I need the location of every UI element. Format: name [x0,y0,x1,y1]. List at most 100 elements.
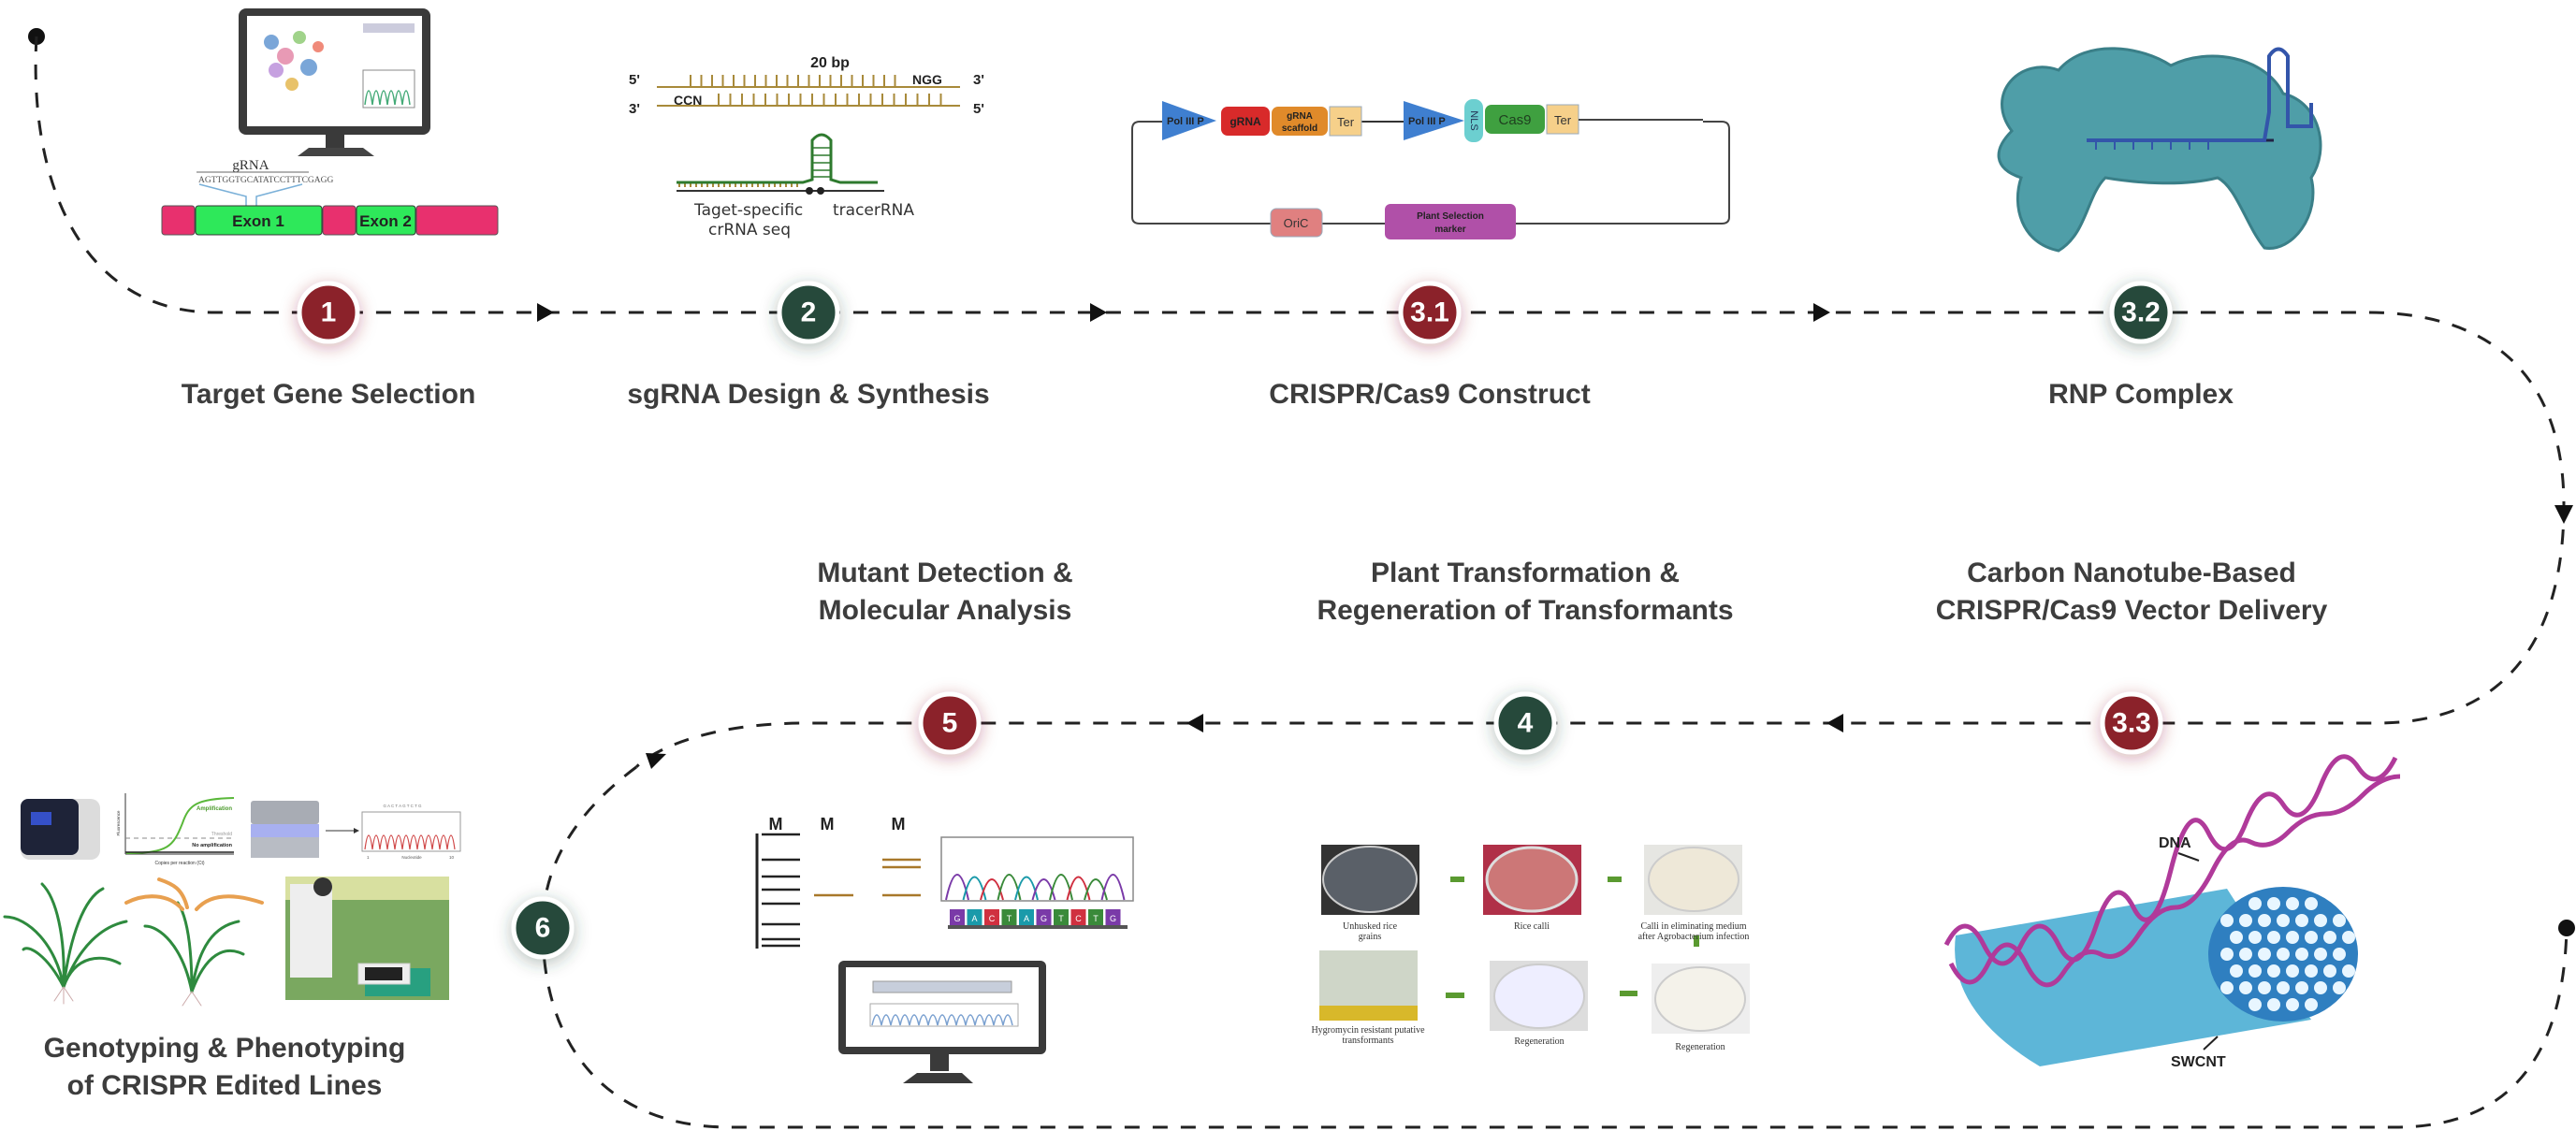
caption: grains [1359,932,1382,942]
step-label: CRISPR/Cas9 Construct [1269,379,1590,410]
base-tile [1054,909,1069,925]
lattice-cell [2220,981,2234,994]
step-number: 5 [942,708,958,739]
lattice-cell [2342,964,2355,978]
lattice-cell [2277,948,2290,961]
ter-label: Ter [1337,115,1355,129]
amplification-plot: Amplification Threshold No amplification… [116,793,235,866]
step-label-line: CRISPR/Cas9 Vector Delivery [1936,595,2328,626]
base-letter: A [1024,914,1029,923]
lattice-cell [2220,914,2234,927]
pol3-promoter-label: Pol III P [1408,116,1446,127]
lattice-cell [2305,931,2318,944]
tracerrna-label: tracerRNA [833,201,914,220]
crrna-label: Taget-specific [693,201,803,220]
arrow-right-icon [537,303,554,322]
step-badge-4: 4 [1493,691,1557,755]
lattice-cell [2314,948,2327,961]
pam-label: NGG [912,72,942,87]
oric-label: OriC [1284,216,1309,230]
base-tile [1105,909,1121,925]
lattice-cell [2295,914,2308,927]
step-badge-3-1: 3.1 [1398,281,1462,344]
lattice-cell [2286,931,2299,944]
lattice-cell [2323,964,2336,978]
lattice-cell [2333,914,2346,927]
threshold-label: Threshold [211,832,232,837]
crrna-label: crRNA seq [708,221,791,239]
lattice-cell [2286,964,2299,978]
transformation-illustration: Unhusked rice grains Rice calli Calli in… [1311,845,1750,1052]
lattice-cell [2314,981,2327,994]
exon-1 [195,205,323,236]
base-tile [967,909,982,925]
lattice-cell [2286,897,2299,910]
lattice-cell [2277,914,2290,927]
lattice-cell [2323,931,2336,944]
grna-block-label: gRNA [1230,115,1261,128]
base-tile [950,909,965,925]
step-label: sgRNA Design & Synthesis [627,379,989,410]
lattice-cell [2295,948,2308,961]
step-badge-3-2: 3.2 [2109,281,2173,344]
arrow-right-icon [1813,303,1830,322]
monitor-icon [239,8,430,156]
base-tile [1070,909,1086,925]
base-letter: G [953,914,960,923]
marker-lane-label: M [821,815,835,833]
lattice-cell [2333,948,2346,961]
scaffold-label: gRNA [1287,111,1313,122]
step-label-line: Molecular Analysis [819,595,1072,626]
base-tile [1088,909,1103,925]
lattice-cell [2258,981,2271,994]
caption: Regeneration [1514,1036,1564,1047]
step-number: 4 [1518,708,1534,739]
caption: transformants [1343,1036,1394,1046]
five-prime-label: 5' [629,72,640,88]
lattice-cell [2267,964,2280,978]
caption: after Agrobacterium infection [1638,932,1750,942]
nls-label: NLS [1468,110,1479,130]
sequencer-icon [251,801,319,858]
three-prime-label: 3' [629,101,640,117]
step-label-line: of CRISPR Edited Lines [67,1070,383,1101]
lattice-cell [2249,964,2262,978]
lattice-cell [2267,931,2280,944]
lattice-cell [2342,931,2355,944]
step-number: 3.2 [2121,297,2161,328]
step-badge-3-3: 3.3 [2100,691,2163,755]
rnp-complex-illustration [1997,47,2322,253]
lattice-cell [2249,931,2262,944]
lattice-cell [2220,948,2234,961]
base-tile [984,909,999,925]
step-number: 6 [535,913,551,944]
tick-label: 1 [367,855,370,860]
marker-lane-label: M [892,815,906,833]
exon-2 [356,205,416,236]
flow-path [28,28,2575,1129]
exon-1-label: Exon 1 [232,212,284,230]
arrow-right-icon [1090,303,1107,322]
lattice-cell [2267,998,2280,1011]
exon-2-label: Exon 2 [359,212,412,230]
step-label: RNP Complex [2048,379,2234,410]
step-label: Target Gene Selection [182,379,476,410]
x-axis-label: Copies per reaction (Ct) [154,861,204,866]
five-prime-label: 5' [973,101,984,117]
lattice-cell [2305,897,2318,910]
end-dot [2558,920,2575,936]
lattice-cell [2286,998,2299,1011]
base-tile [1036,909,1052,925]
step-label-line: Regeneration of Transformants [1317,595,1733,626]
amplification-label: Amplification [196,806,232,812]
dna-label: DNA [2159,835,2191,851]
tick-label: 10 [449,855,455,860]
no-amplification-label: No amplification [192,843,232,848]
base-tile [1019,909,1034,925]
chromatogram-peak [1084,878,1108,901]
caption: Regeneration [1675,1042,1725,1052]
lattice-cell [2305,998,2318,1011]
pol3-promoter-label: Pol III P [1167,116,1204,127]
